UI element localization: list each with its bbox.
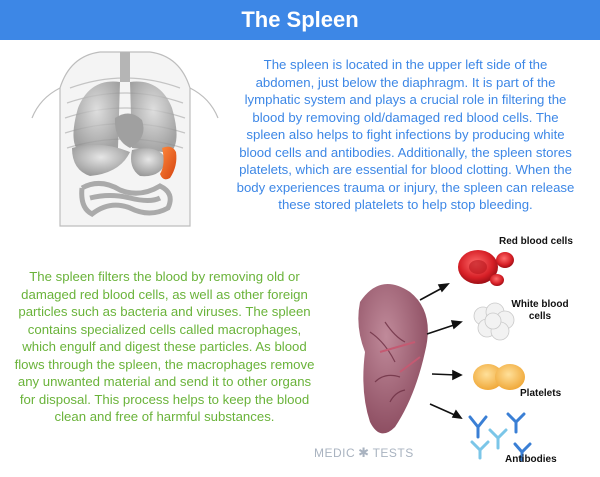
brand-name-left: MEDIC (314, 446, 356, 460)
antibodies-icon (468, 412, 532, 462)
spleen-functions-diagram (358, 250, 532, 462)
header-bar: The Spleen (0, 0, 600, 40)
platelets-icon (473, 364, 525, 390)
label-white-blood-cells: White blood cells (511, 299, 569, 322)
brand-name-right: TESTS (372, 446, 414, 460)
label-antibodies: Antibodies (505, 454, 557, 465)
torso-anatomy-illustration (31, 51, 219, 227)
spleen-organ-icon (358, 284, 428, 434)
red-blood-cells-icon (458, 250, 514, 286)
caduceus-star-icon: ✱ (358, 445, 370, 460)
label-red-blood-cells: Red blood cells (499, 236, 573, 247)
brand-logo: MEDIC ✱ TESTS (314, 445, 414, 461)
label-platelets: Platelets (520, 388, 562, 399)
spleen-location-text: The spleen is located in the upper left … (236, 57, 575, 212)
page-title: The Spleen (241, 7, 359, 32)
white-blood-cells-icon (473, 302, 515, 341)
spleen-filter-text: The spleen filters the blood by removing… (14, 269, 315, 424)
